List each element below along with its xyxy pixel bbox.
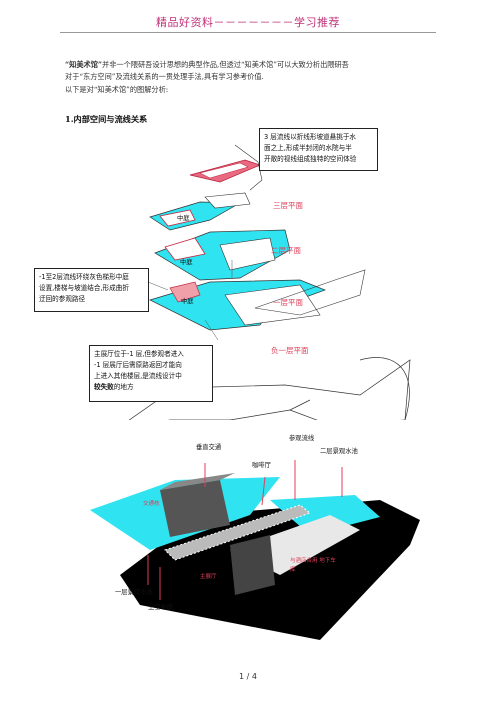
intro-line-2: 对于“东方空间”及流线关系的一贯处理手法,具有学习参考价值. (65, 72, 264, 81)
pool-level-2 (270, 495, 380, 535)
label-parking: 与酒店合用 地下车库 (290, 558, 336, 573)
intro-line-1-text: 并非一个隈研吾设计思想的典型作品,但透过“知美术馆”可以大致分析出隈研吾 (102, 60, 349, 69)
callout-left-line-3: 迂回的参观路径 (39, 295, 86, 303)
marker-cafe (261, 476, 266, 506)
atrium-label-3: 中庭 (177, 215, 190, 222)
callout-left-line-2: 设置,楼梯与坡道结合,形成曲折 (39, 284, 129, 292)
callout-bottom-line-4: 较失败的地方 (94, 382, 208, 393)
section-title: 1.内部空间与流线关系 (65, 114, 148, 124)
label-hall: 主展厅 (200, 574, 217, 580)
building-hall (230, 535, 275, 595)
second-floor-plan (154, 229, 291, 281)
building-core-top (160, 473, 235, 490)
first-floor-plan (149, 269, 366, 331)
label-vertical: 垂直交通 (196, 444, 222, 451)
callout-bottom-end: 的地方 (113, 383, 134, 391)
callout-bottom-line-2: -1 层展厅后需原路返回才能向 (94, 361, 182, 369)
page-header: 精品好资料－－－－－－－学习推荐 (156, 16, 340, 29)
intro-quote: “知美术馆” (65, 60, 103, 69)
roof-ramp-plan (189, 144, 263, 191)
atrium-label-1: 中庭 (181, 298, 194, 305)
callout-bottom-line-1: 主展厅位于-1 层,但参观者进入 (94, 350, 184, 358)
header-divider (60, 32, 436, 33)
intro-line-1: “知美术馆”并非一个隈研吾设计思想的典型作品,但透过“知美术馆”可以大致分析出隈… (65, 59, 349, 71)
floor-label-3: 三层平面 (273, 201, 303, 210)
atrium-label-2: 中庭 (180, 259, 193, 266)
callout-circulation: -1至2层流线环绕灰色梯形中庭 设置,楼梯与坡道结合,形成曲折 迂回的参观路径 (34, 268, 149, 312)
third-floor-plan (149, 192, 251, 231)
floor-label-2: 二层平面 (271, 246, 301, 255)
massing-diagram (90, 460, 420, 640)
label-stair: 交通核 (143, 501, 160, 507)
ramp-route (164, 504, 312, 561)
exploded-floor-diagram (128, 144, 411, 420)
label-pool1: 一层景观水池 (115, 589, 153, 596)
label-route: 参观流线 (289, 435, 315, 442)
label-pool2: 二层景观水池 (320, 448, 358, 455)
diagram-leaders (147, 260, 233, 341)
floor-label-1: 一层平面 (273, 298, 303, 307)
callout-top-line-1: 3 层流线以折线形坡道悬挑于水 (264, 133, 357, 141)
floor-label-b1: 负一层平面 (271, 346, 309, 355)
callout-top-line-3: 开敞的视线组成独特的空间体验 (264, 155, 357, 163)
callout-main-hall: 主展厅位于-1 层,但参观者进入 -1 层展厅后需原路返回才能向 上进入其他楼层… (89, 345, 213, 402)
basement-floor-plan (128, 357, 411, 420)
callout-top-line-2: 面之上,形成半封闭的水院与半 (264, 144, 352, 152)
page-number: 1 / 4 (239, 672, 257, 681)
callout-bottom-line-3: 上进入其他楼层,是流线设计中 (94, 372, 182, 380)
label-atrium: 上空中庭 (148, 604, 174, 611)
label-cafe: 咖啡厅 (252, 462, 271, 469)
callout-third-floor: 3 层流线以折线形坡道悬挑于水 面之上,形成半封闭的水院与半 开敞的视线组成独特… (259, 128, 378, 171)
building-core (160, 480, 230, 537)
callout-bold-word: 较失败 (94, 383, 114, 391)
callout-left-line-1: -1至2层流线环绕灰色梯形中庭 (39, 273, 129, 281)
intro-line-3: 以下是对“知美术馆”的图解分析: (65, 85, 169, 94)
